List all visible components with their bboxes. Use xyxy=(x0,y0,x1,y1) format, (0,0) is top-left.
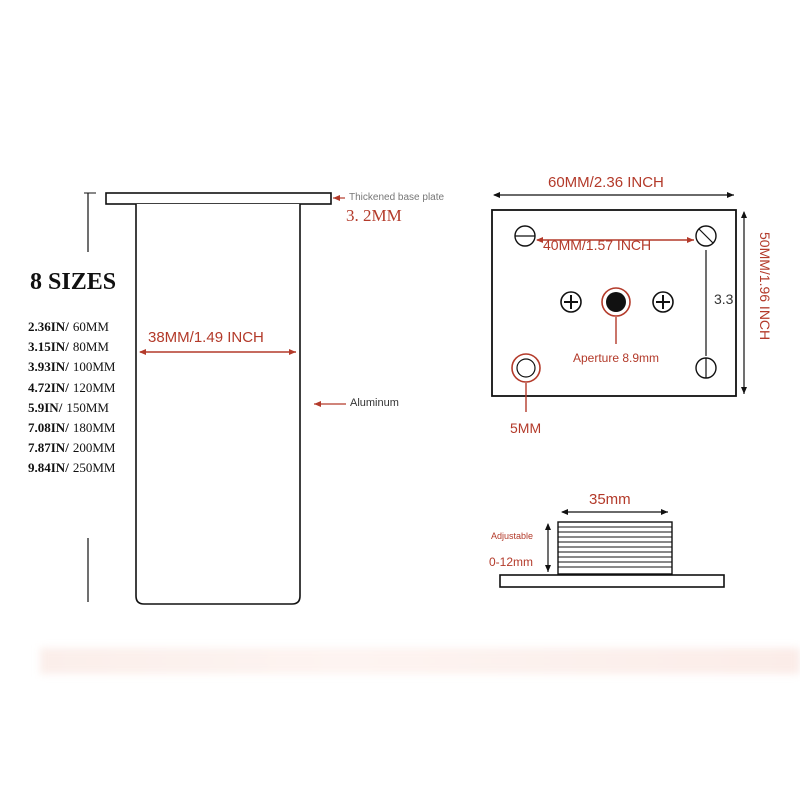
leg-body xyxy=(135,204,301,605)
size-inch: 4.72IN/ xyxy=(28,379,69,395)
size-item: 2.36IN/60MM xyxy=(28,320,109,333)
size-item: 7.08IN/180MM xyxy=(28,421,115,434)
corner-hole-top-left xyxy=(514,225,536,247)
size-inch: 7.87IN/ xyxy=(28,440,69,456)
sizes-title: 8 SIZES xyxy=(30,269,117,295)
adjustable-range-label: 0-12mm xyxy=(489,555,534,569)
plate-height-label: 50MM/1.96 INCH xyxy=(757,232,773,341)
mounting-plate xyxy=(491,192,747,412)
thread-lines xyxy=(558,526,672,568)
material-label: Aluminum xyxy=(350,397,399,409)
size-mm: 180MM xyxy=(72,420,116,435)
size-mm: 250MM xyxy=(72,460,116,476)
size-mm: 80MM xyxy=(72,339,109,355)
aperture-label: Aperture 8.9mm xyxy=(573,351,660,365)
adjustable-label: Adjustable xyxy=(491,531,534,541)
size-mm: 150MM xyxy=(66,399,109,415)
size-inch: 7.08IN/ xyxy=(28,420,69,435)
size-item: 5.9IN/150MM xyxy=(28,401,109,414)
cross-screw-left xyxy=(560,291,582,313)
corner-hole-bottom-right xyxy=(695,357,717,379)
size-inch: 3.15IN/ xyxy=(28,339,69,355)
bottom-shadow-band xyxy=(40,648,800,674)
small-hole-5mm xyxy=(511,353,541,383)
size-item: 4.72IN/120MM xyxy=(28,381,115,394)
size-inch: 3.93IN/ xyxy=(28,359,69,375)
aperture-hole xyxy=(601,287,631,317)
size-inch: 2.36IN/ xyxy=(28,319,69,334)
size-item: 3.93IN/100MM xyxy=(28,360,115,373)
size-item: 3.15IN/80MM xyxy=(28,340,109,353)
leg-side-view xyxy=(84,192,346,605)
adjuster-base xyxy=(499,574,725,588)
adjuster-thread xyxy=(557,521,673,575)
size-item: 7.87IN/200MM xyxy=(28,441,115,454)
size-mm: 120MM xyxy=(72,379,116,395)
small-hole-label: 5MM xyxy=(510,420,542,436)
size-inch: 5.9IN/ xyxy=(28,399,63,415)
size-mm: 60MM xyxy=(72,319,109,334)
size-mm: 200MM xyxy=(72,440,116,456)
size-mm: 100MM xyxy=(72,359,116,375)
base-plate-thickness: 3. 2MM xyxy=(346,206,402,225)
leg-base-plate xyxy=(105,192,332,205)
size-inch: 9.84IN/ xyxy=(28,460,69,476)
hole-spacing-label: 40MM/1.57 INCH xyxy=(543,237,652,253)
corner-hole-top-right xyxy=(695,225,717,247)
adjuster-width-label: 35mm xyxy=(589,491,631,508)
side-dimension-label: 3.3 xyxy=(714,291,734,307)
size-item: 9.84IN/250MM xyxy=(28,461,115,474)
base-plate-label: Thickened base plate xyxy=(349,192,445,203)
height-adjuster xyxy=(499,509,725,588)
leg-width-label: 38MM/1.49 INCH xyxy=(148,329,264,346)
cross-screw-right xyxy=(652,291,674,313)
plate-width-label: 60MM/2.36 INCH xyxy=(548,174,664,191)
